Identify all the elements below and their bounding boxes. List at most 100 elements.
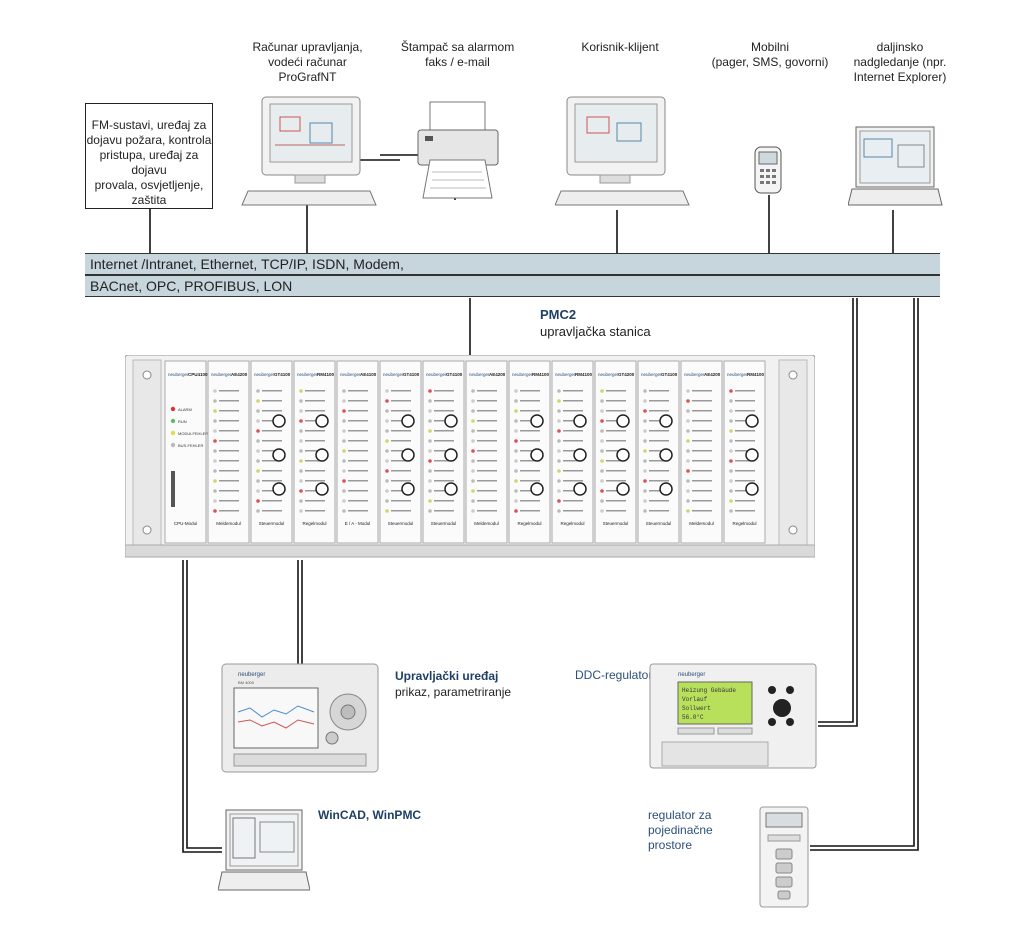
module-led <box>385 449 389 453</box>
rack-module-code: RM4100 <box>317 372 335 377</box>
module-text-line <box>305 450 325 452</box>
module-text-line <box>692 470 712 472</box>
module-text-line <box>563 420 583 422</box>
module-text-line <box>563 430 583 432</box>
module-text-line <box>520 430 540 432</box>
module-led <box>299 509 303 513</box>
rack-module-name: CPU-Modul <box>174 521 197 526</box>
status-led <box>170 430 176 436</box>
module-led <box>643 479 647 483</box>
module-knob <box>530 448 544 462</box>
module-text-line <box>262 480 282 482</box>
module-led <box>299 449 303 453</box>
module-text-line <box>520 510 540 512</box>
module-text-line <box>649 390 669 392</box>
module-led <box>686 469 690 473</box>
module-led <box>729 439 733 443</box>
module-led <box>686 449 690 453</box>
module-text-line <box>305 420 325 422</box>
module-text-line <box>735 480 755 482</box>
rack-module-code: RM4100 <box>532 372 550 377</box>
module-led <box>514 489 518 493</box>
module-led <box>256 419 260 423</box>
module-led <box>256 489 260 493</box>
module-text-line <box>563 390 583 392</box>
module-text-line <box>262 450 282 452</box>
printer-line-2: faks / e-mail <box>425 55 490 69</box>
mobile-line-1: Mobilni <box>750 40 789 54</box>
rack-module-name: Meldemodul <box>474 521 499 526</box>
module-led <box>428 489 432 493</box>
module-text-line <box>477 510 497 512</box>
ddc-label: DDC-regulator <box>575 668 653 682</box>
remote-laptop-icon <box>848 126 943 206</box>
status-label: MODULFEHLER <box>178 431 208 436</box>
module-led <box>600 439 604 443</box>
module-led <box>342 469 346 473</box>
module-text-line <box>219 510 239 512</box>
room-line-3: prostore <box>648 838 693 852</box>
module-text-line <box>434 410 454 412</box>
rack-module-name: Steuermodul <box>603 521 629 526</box>
module-text-line <box>391 400 411 402</box>
panel-title: Upravljački uređaj <box>395 669 499 683</box>
module-text-line <box>391 430 411 432</box>
module-text-line <box>477 470 497 472</box>
module-led <box>557 449 561 453</box>
module-text-line <box>391 410 411 412</box>
module-text-line <box>520 390 540 392</box>
module-text-line <box>305 480 325 482</box>
module-text-line <box>305 390 325 392</box>
module-knob <box>444 414 458 428</box>
module-text-line <box>348 480 368 482</box>
module-led <box>471 389 475 393</box>
module-led <box>299 409 303 413</box>
module-text-line <box>520 400 540 402</box>
module-text-line <box>262 500 282 502</box>
module-led <box>428 389 432 393</box>
module-led <box>514 459 518 463</box>
module-text-line <box>305 470 325 472</box>
module-text-line <box>305 400 325 402</box>
module-text-line <box>219 390 239 392</box>
module-led <box>256 409 260 413</box>
rack-module-brand: neuberger <box>168 372 189 377</box>
rack-module-name: Regelmodul <box>732 521 756 526</box>
module-text-line <box>520 410 540 412</box>
module-text-line <box>606 440 626 442</box>
module-text-line <box>391 470 411 472</box>
module-text-line <box>219 460 239 462</box>
module-text-line <box>219 440 239 442</box>
rack-module-code: GT4100 <box>403 372 420 377</box>
module-led <box>256 439 260 443</box>
module-text-line <box>735 470 755 472</box>
module-text-line <box>606 460 626 462</box>
module-text-line <box>262 440 282 442</box>
module-text-line <box>262 470 282 472</box>
module-text-line <box>563 450 583 452</box>
pmc2-subtitle: upravljačka stanica <box>540 324 651 339</box>
module-text-line <box>391 450 411 452</box>
fm-line-3: pristupa, uređaj za dojavu <box>99 148 199 177</box>
module-text-line <box>434 450 454 452</box>
rack-module-name: Regelmodul <box>517 521 541 526</box>
mobile-phone-icon <box>754 146 782 194</box>
printer-line-1: Štampač sa alarmom <box>400 40 515 54</box>
module-led <box>428 469 432 473</box>
module-led <box>514 419 518 423</box>
module-text-line <box>692 490 712 492</box>
control-pc-line-1: Računar upravljanja, <box>252 40 363 54</box>
module-led <box>428 419 432 423</box>
module-led <box>686 389 690 393</box>
module-text-line <box>606 420 626 422</box>
module-led <box>557 389 561 393</box>
module-led <box>686 409 690 413</box>
module-led <box>256 509 260 513</box>
module-knob <box>616 414 630 428</box>
module-text-line <box>219 500 239 502</box>
module-text-line <box>606 480 626 482</box>
module-led <box>471 509 475 513</box>
module-led <box>213 479 217 483</box>
rack-module-brand: neuberger <box>254 372 275 377</box>
